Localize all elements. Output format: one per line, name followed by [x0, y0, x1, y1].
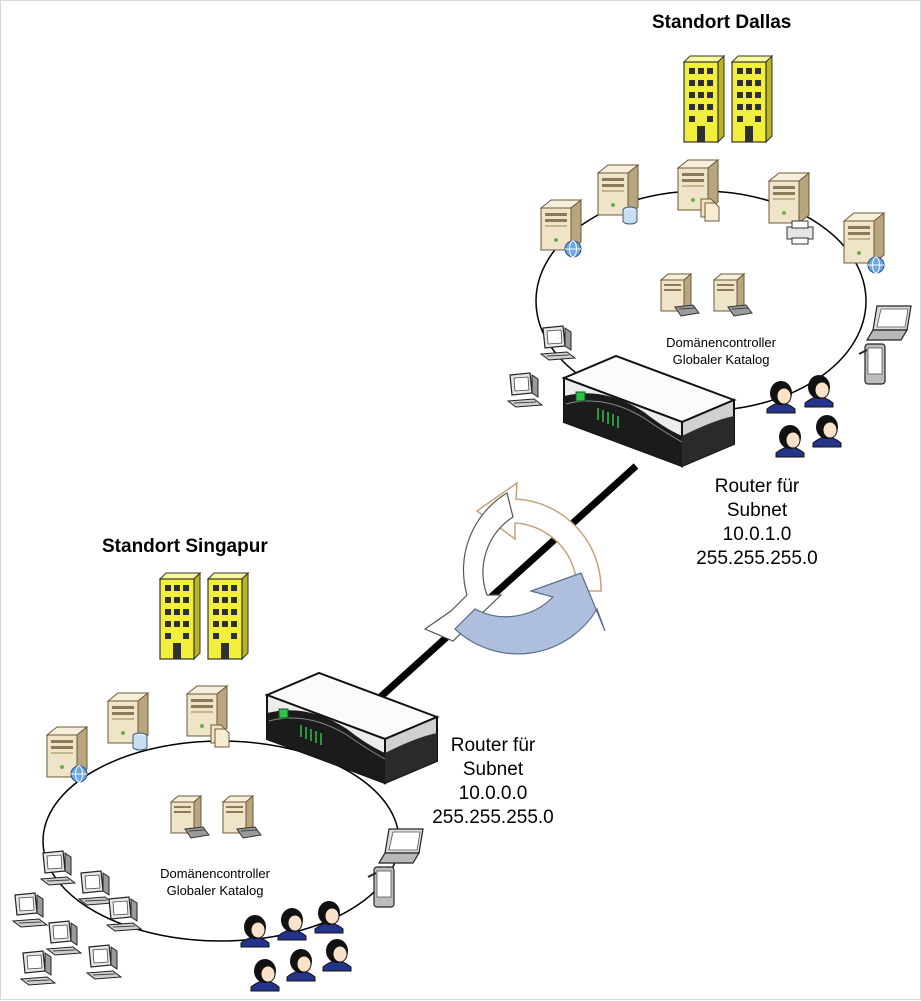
server-icon [768, 172, 810, 224]
singapur-site-title: Standort Singapur [102, 536, 268, 557]
dallas-dc-label: Domänencontroller Globaler Katalog [641, 334, 801, 368]
router-icon [563, 355, 735, 467]
workstation-icon [106, 896, 142, 932]
printer-icon [786, 220, 814, 245]
dc-server-icon [660, 273, 700, 317]
dc-server-icon [222, 795, 262, 839]
pda-icon [858, 343, 886, 385]
dc-server-icon [170, 795, 210, 839]
workstation-icon [12, 892, 48, 928]
dallas-router-line1: Router für [714, 476, 800, 497]
dc-server-icon [713, 273, 753, 317]
dallas-router-line2: Subnet [726, 500, 788, 521]
dallas-dc-line1: Domänencontroller [666, 335, 776, 350]
replication-arrows-icon [423, 481, 606, 655]
user-icon [314, 900, 344, 934]
server-icon [843, 212, 885, 264]
laptop-icon [378, 828, 424, 864]
singapur-mask: 255.255.255.0 [432, 807, 554, 828]
dallas-dc-line2: Globaler Katalog [672, 352, 770, 367]
wan-link [373, 463, 639, 704]
user-icon [286, 948, 316, 982]
user-icon [277, 907, 307, 941]
dallas-site-title: Standort Dallas [652, 12, 792, 33]
user-icon [250, 958, 280, 992]
singapur-router-label: Router für Subnet 10.0.0.0 255.255.255.0 [413, 734, 573, 830]
singapur-dc-line1: Domänencontroller [160, 866, 270, 881]
singapur-lan-ring [42, 740, 400, 942]
dallas-mask: 255.255.255.0 [696, 548, 818, 569]
user-icon [322, 938, 352, 972]
building-icon [731, 55, 773, 143]
building-icon [159, 572, 201, 660]
singapur-dc-line2: Globaler Katalog [166, 883, 264, 898]
user-icon [775, 424, 805, 458]
workstation-icon [20, 950, 56, 986]
singapur-subnet: 10.0.0.0 [458, 783, 528, 804]
pda-icon [367, 866, 395, 908]
building-icon [683, 55, 725, 143]
globe-icon [867, 256, 885, 274]
database-icon [132, 732, 148, 751]
user-icon [804, 374, 834, 408]
singapur-dc-label: Domänencontroller Globaler Katalog [135, 865, 295, 899]
globe-icon [564, 240, 582, 258]
workstation-icon [507, 372, 543, 408]
workstation-icon [40, 850, 76, 886]
singapur-router-line2: Subnet [462, 759, 524, 780]
globe-icon [70, 765, 88, 783]
user-icon [766, 380, 796, 414]
singapur-router-line1: Router für [450, 735, 536, 756]
workstation-icon [46, 920, 82, 956]
building-icon [207, 572, 249, 660]
dallas-router-label: Router für Subnet 10.0.1.0 255.255.255.0 [677, 475, 837, 571]
database-icon [622, 206, 638, 225]
user-icon [240, 914, 270, 948]
workstation-icon [86, 944, 122, 980]
workstation-icon [540, 325, 576, 361]
user-icon [812, 414, 842, 448]
workstation-icon [78, 870, 114, 906]
dallas-subnet: 10.0.1.0 [722, 524, 792, 545]
laptop-icon [866, 305, 912, 341]
router-icon [266, 672, 438, 784]
